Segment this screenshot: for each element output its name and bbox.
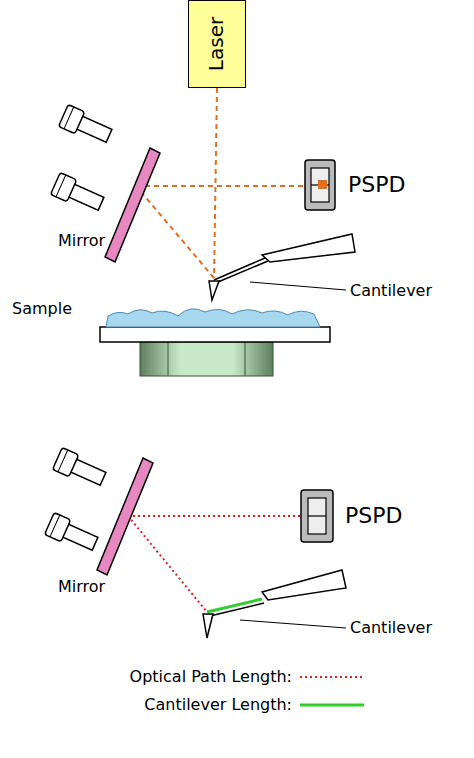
mirror-label: Mirror (58, 578, 105, 596)
sample-stage (100, 309, 330, 376)
legend-text: Optical Path Length: (130, 667, 292, 686)
cantilever-label: Cantilever (350, 619, 432, 637)
mirror-label: Mirror (58, 232, 105, 250)
cantilever-label: Cantilever (350, 282, 432, 300)
cantilever (209, 234, 355, 300)
laser-box: Laser (188, 0, 246, 88)
mirror (51, 105, 160, 262)
pspd-label: PSPD (345, 505, 402, 527)
cantilever (203, 570, 346, 638)
legend-text: Cantilever Length: (144, 695, 292, 714)
mirror (45, 448, 153, 575)
photodetector (305, 160, 335, 210)
legend-sample (300, 676, 364, 678)
pspd-label: PSPD (348, 174, 405, 196)
photodetector (301, 490, 333, 542)
photodetector-box: PSPD (305, 160, 335, 210)
laser-label: Laser (206, 16, 226, 70)
legend-sample (300, 704, 364, 707)
sample-label: Sample (12, 300, 72, 318)
photodetector-box: PSPD (301, 490, 333, 542)
